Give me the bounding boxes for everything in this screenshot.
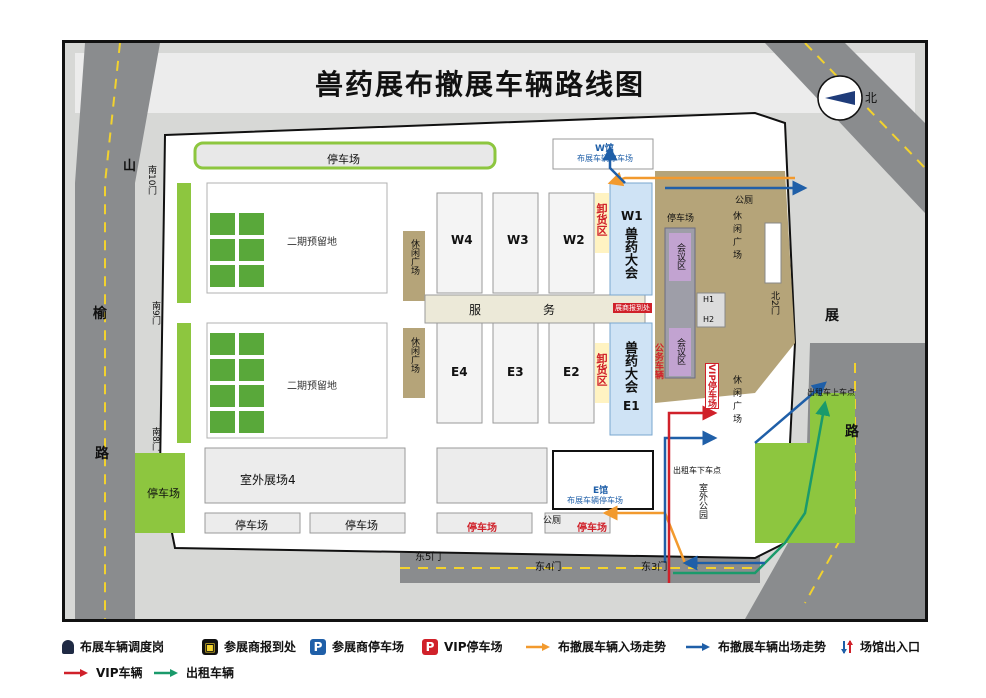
- h1-label: H1: [703, 295, 715, 304]
- routes: [602, 145, 831, 583]
- area-parking-top: 停车场: [327, 153, 360, 166]
- gate-east-5: 东5门: [415, 552, 442, 563]
- conference-label-top: 兽药大会: [622, 227, 637, 279]
- e-hall-label: E馆: [593, 486, 609, 496]
- road-label-left-1: 榆: [93, 306, 107, 322]
- leisure-left-1: [403, 231, 425, 301]
- meeting-room-2: [669, 328, 691, 376]
- unload-label-top: 卸货区: [595, 203, 608, 236]
- north-label: 北: [865, 91, 878, 105]
- e-hall-sub-label: 布展车辆停车场: [567, 496, 623, 505]
- vip-parking-label: VIP停车场: [705, 363, 719, 409]
- h-connector: [696, 292, 726, 328]
- blue-arrow-icon: [686, 642, 710, 651]
- red-arrow-icon: [64, 668, 88, 677]
- hall-label-e4: E4: [451, 365, 468, 379]
- taxi-pick-label: 出租车上车点: [807, 388, 855, 397]
- toilet-label-1: 公厕: [735, 196, 754, 206]
- legend-enter-route: 布撤展车辆入场走势: [524, 638, 666, 655]
- gate-south-9: 南9门: [150, 301, 160, 325]
- hall-label-e3: E3: [507, 365, 524, 379]
- leisure-right-2: 休闲广场: [733, 376, 743, 425]
- bottom-parking: [204, 447, 611, 534]
- hall-label-e2: E2: [563, 365, 580, 379]
- dispatcher-icon: [62, 639, 74, 654]
- legend-taxi: 出租车辆: [152, 664, 234, 681]
- service-corridor: [424, 294, 646, 324]
- road-label-top: 山: [123, 159, 137, 174]
- report-tag: 展商报到处: [613, 303, 652, 313]
- area-parking-left: 停车场: [147, 487, 180, 500]
- gate-north-2: 北2门: [769, 291, 779, 315]
- toilet-label-2: 公厕: [543, 516, 562, 526]
- hall-label-e1: E1: [623, 399, 640, 413]
- area-parking-bottom-2: 停车场: [345, 519, 378, 532]
- north-gate-box: [764, 222, 782, 284]
- area-leisure-left-1: 休闲广场: [409, 239, 419, 275]
- green-arrow-icon: [154, 668, 178, 677]
- road-label-left-2: 路: [95, 446, 109, 462]
- area-phase2-top: 二期预留地: [287, 237, 337, 248]
- parking-icon: P: [310, 638, 326, 655]
- road-label-right-1: 展: [825, 308, 839, 324]
- official-vehicles-label: 公务车辆: [653, 343, 663, 379]
- area-parking-bottom-4: 停车场: [577, 523, 607, 534]
- hall-label-w4: W4: [451, 233, 473, 247]
- unload-zone-bottom: [595, 343, 609, 403]
- gate-east-3: 东3门: [641, 562, 668, 573]
- unload-zone-top: [595, 193, 609, 253]
- leisure-right-1: 休闲广场: [733, 212, 743, 261]
- hall-label-w3: W3: [507, 233, 529, 247]
- compass: [817, 75, 863, 121]
- map-title: 兽药展布撤展车辆路线图: [315, 68, 646, 101]
- meeting-label-1: 会议区: [675, 243, 685, 270]
- w-hall-sub-label: 布展车辆停车场: [577, 154, 633, 163]
- gate-south-10: 南10门: [146, 165, 156, 195]
- area-parking-bottom-3: 停车场: [467, 523, 497, 534]
- map-frame: 兽药展布撤展车辆路线图 北 榆 路 山 展 路 南10门 南9门 南8门 北2门…: [62, 40, 928, 622]
- gate-east-4: 东4门: [535, 562, 562, 573]
- unload-label-bottom: 卸货区: [595, 353, 608, 386]
- outdoor-park-label: 室外公园: [697, 483, 707, 519]
- leisure-left-2: [403, 328, 425, 398]
- conference-label-bottom: 兽药大会: [622, 341, 637, 393]
- vip-parking-icon: P: [422, 638, 438, 655]
- meeting-label-2: 会议区: [675, 338, 685, 365]
- legend-vip-parking: P VIP停车场: [422, 638, 503, 655]
- halls: [436, 192, 595, 424]
- w-hall-label: W馆: [595, 144, 614, 154]
- area-leisure-left-2: 休闲广场: [409, 337, 419, 373]
- legend-vip-car: VIP车辆: [62, 664, 143, 681]
- meeting-room-1: [669, 233, 691, 281]
- orange-arrow-icon: [526, 642, 550, 651]
- venue-map: [65, 43, 925, 619]
- legend-report: ▣ 参展商报到处: [202, 638, 296, 655]
- area-parking-bottom-1: 停车场: [235, 519, 268, 532]
- area-outdoor-4: 室外展场4: [240, 473, 296, 487]
- legend-exit-route: 布撤展车辆出场走势: [684, 638, 826, 655]
- legend: 布展车辆调度岗 ▣ 参展商报到处 P 参展商停车场 P VIP停车场 布撤展车辆…: [62, 634, 942, 690]
- report-desk-icon: ▣: [202, 638, 218, 655]
- hall-e1: [609, 322, 653, 436]
- hall-label-w2: W2: [563, 233, 585, 247]
- road-label-right-2: 路: [845, 424, 859, 440]
- greenery: [135, 141, 855, 543]
- area-service: 服: [469, 303, 482, 317]
- legend-dispatch: 布展车辆调度岗: [62, 638, 164, 655]
- area-phase2-bottom: 二期预留地: [287, 381, 337, 392]
- area-service-2: 务: [543, 303, 556, 317]
- gate-south-8: 南8门: [150, 427, 160, 451]
- legend-exhibitor-parking: P 参展商停车场: [310, 638, 404, 655]
- entry-arrows-icon: [841, 639, 853, 654]
- legend-venue-entry: 场馆出入口: [840, 638, 920, 655]
- hall-label-w1: W1: [621, 209, 643, 223]
- phase2-areas: [206, 182, 388, 439]
- h2-label: H2: [703, 315, 715, 324]
- hall-w1: [609, 182, 653, 296]
- taxi-drop-label: 出租车下车点: [673, 466, 721, 475]
- park-small-label: 停车场: [667, 214, 695, 224]
